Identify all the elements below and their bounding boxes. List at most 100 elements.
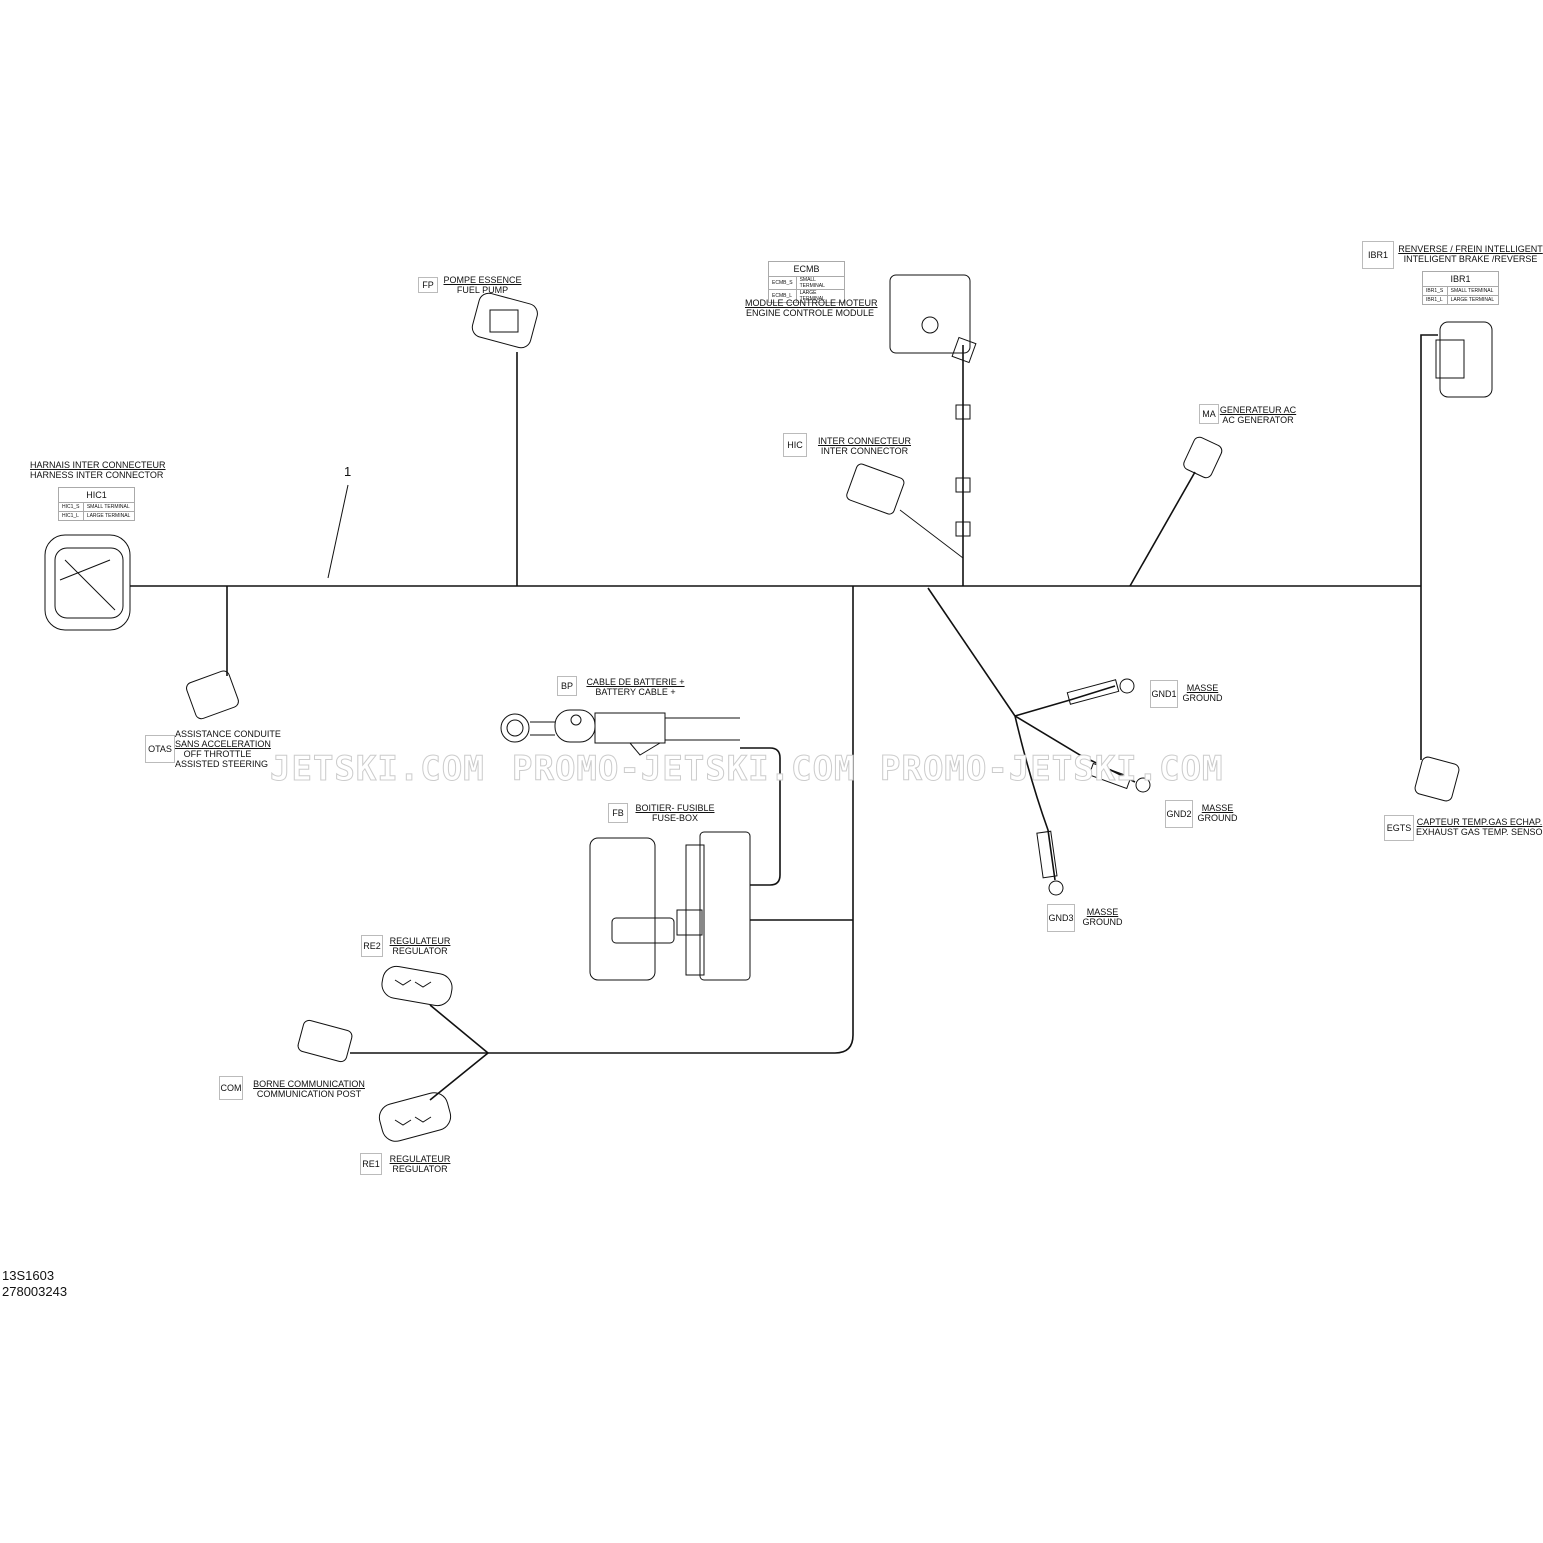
- label-fr: GENERATEUR AC: [1219, 405, 1297, 415]
- hic-code-box: HIC: [783, 433, 807, 457]
- table-title: IBR1: [1422, 271, 1499, 287]
- item-callout: 1: [344, 464, 352, 479]
- ecm-connector-icon: [889, 274, 977, 364]
- otas-code-box: OTAS: [145, 735, 175, 763]
- label-en: INTER CONNECTOR: [820, 446, 909, 456]
- gnd1-code-box: GND1: [1150, 680, 1178, 708]
- label-fr: MASSE: [1186, 683, 1219, 693]
- egts-code-box: EGTS: [1384, 815, 1414, 841]
- label-fr: REGULATEUR: [389, 936, 451, 946]
- label-en: COMMUNICATION POST: [256, 1089, 362, 1099]
- cell: HIC1_S: [58, 502, 84, 512]
- label-fr: MODULE CONTROLE MOTEUR: [745, 298, 878, 308]
- inter-connector-icon: [846, 463, 905, 515]
- figure-code: 13S1603: [2, 1268, 55, 1283]
- table-title: ECMB: [768, 261, 845, 277]
- battery-cable-icon: [500, 709, 740, 756]
- watermark: JETSKI.COM: [270, 749, 485, 789]
- ac-generator-connector-icon: [1183, 436, 1223, 479]
- cell: LARGE TERMINAL: [1446, 295, 1500, 305]
- gnd3-code-box: GND3: [1047, 904, 1075, 932]
- label-en: GROUND: [1197, 813, 1238, 823]
- bp-label: CABLE DE BATTERIE +BATTERY CABLE +: [583, 677, 688, 697]
- label-fr: MASSE: [1201, 803, 1234, 813]
- label-en: GROUND: [1082, 917, 1123, 927]
- otas-connector-icon: [186, 670, 239, 720]
- ma-code-box: MA: [1199, 404, 1219, 424]
- cell: SMALL TERMINAL: [795, 276, 846, 290]
- cell: ECMB_L: [768, 289, 797, 303]
- gnd1-ring-terminal-icon: [1066, 678, 1135, 705]
- label-en: GROUND: [1182, 693, 1223, 703]
- label-en: REGULATOR: [392, 1164, 448, 1174]
- label-en: EXHAUST GAS TEMP. SENSOR: [1416, 827, 1543, 837]
- fuel-pump-connector-icon: [471, 292, 538, 349]
- table-title: HIC1: [58, 487, 135, 503]
- label-fr: REGULATEUR: [389, 1154, 451, 1164]
- label-fr: CABLE DE BATTERIE +: [586, 677, 685, 687]
- watermark: PROMO-JETSKI.COM: [512, 749, 856, 789]
- label-en: AC GENERATOR: [1222, 415, 1294, 425]
- re1-connector-icon: [378, 1092, 452, 1142]
- label-en: ENGINE CONTROLE MODULE: [745, 308, 875, 318]
- egts-connector-icon: [1414, 756, 1460, 802]
- cell: IBR1_L: [1422, 295, 1448, 305]
- label-fr: MASSE: [1086, 907, 1119, 917]
- fuse-box-icon: [589, 831, 751, 981]
- gnd3-ring-terminal-icon: [1036, 830, 1064, 896]
- label-fr: BORNE COMMUNICATION: [253, 1079, 365, 1089]
- egts-label: CAPTEUR TEMP.GAS ECHAP.EXHAUST GAS TEMP.…: [1416, 817, 1543, 837]
- ibr1-connector-icon: [1435, 321, 1493, 398]
- label-fr: HARNAIS INTER CONNECTEUR: [30, 460, 166, 470]
- cell: SMALL TERMINAL: [1446, 286, 1500, 296]
- label-fr: BOITIER- FUSIBLE: [635, 803, 715, 813]
- label-fr: INTER CONNECTEUR: [817, 436, 911, 446]
- ibr1-code-box: IBR1: [1362, 241, 1394, 269]
- re1-code-box: RE1: [360, 1153, 382, 1175]
- fp-code-box: FP: [418, 277, 438, 293]
- label-en: ASSISTED STEERING: [175, 759, 269, 769]
- label-en: INTELIGENT BRAKE /REVERSE: [1403, 254, 1538, 264]
- label-en: BATTERY CABLE +: [595, 687, 676, 697]
- connector-shapes: [44, 274, 1493, 1142]
- label-en: FUSE-BOX: [651, 813, 698, 823]
- hic1-connector-icon: [44, 534, 131, 631]
- cell: ECMB_S: [768, 276, 797, 290]
- gnd2-ring-terminal-icon: [1088, 762, 1151, 793]
- label-fr: SANS ACCELERATION: [175, 739, 271, 749]
- fb-code-box: FB: [608, 803, 628, 823]
- label-en: FUEL PUMP: [456, 285, 509, 295]
- bp-code-box: BP: [557, 676, 577, 696]
- gnd2-code-box: GND2: [1165, 800, 1193, 828]
- label-fr: CAPTEUR TEMP.GAS ECHAP.: [1416, 817, 1543, 827]
- cell: LARGE TERMINAL: [795, 289, 846, 303]
- main-trunk: [130, 334, 1438, 1101]
- cell: LARGE TERMINAL: [82, 511, 136, 521]
- label-fr: ASSISTANCE CONDUITE: [175, 729, 281, 739]
- re2-connector-icon: [381, 965, 453, 1007]
- label-en: HARNESS INTER CONNECTOR: [30, 470, 164, 480]
- cell: SMALL TERMINAL: [82, 502, 136, 512]
- com-connector-icon: [297, 1019, 353, 1063]
- label-fr: POMPE ESSENCE: [443, 275, 522, 285]
- re2-code-box: RE2: [361, 935, 383, 957]
